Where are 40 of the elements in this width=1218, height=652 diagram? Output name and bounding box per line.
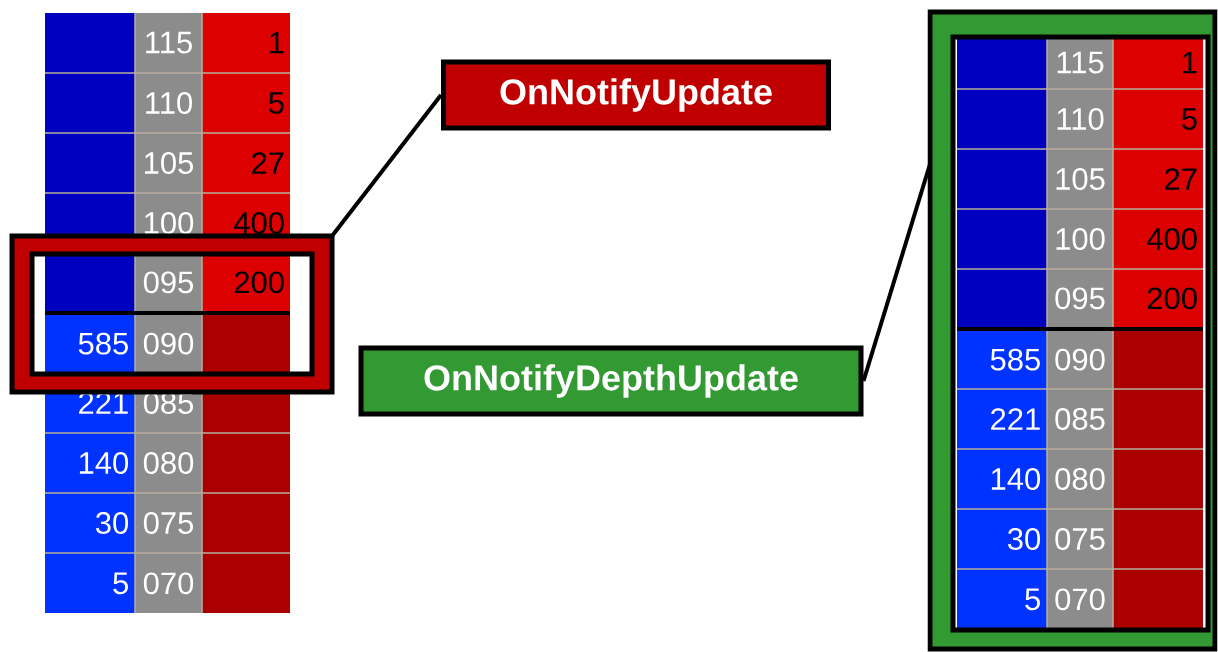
quantity-cell: 5 <box>957 569 1047 629</box>
connector-line <box>861 164 932 382</box>
price-cell: 115 <box>1047 37 1113 89</box>
quantity-cell: 400 <box>1113 209 1203 269</box>
price-cell: 105 <box>1047 149 1113 209</box>
quantity-cell: 5 <box>1113 89 1203 149</box>
price-cell: 110 <box>1047 89 1113 149</box>
quantity-cell: 140 <box>957 449 1047 509</box>
price-cell: 100 <box>1047 209 1113 269</box>
quantity-cell: 200 <box>202 253 290 311</box>
price-cell: 110 <box>135 73 202 133</box>
quantity-cell: 585 <box>45 315 135 373</box>
price-cell: 085 <box>1047 389 1113 449</box>
price-cell: 105 <box>135 133 202 193</box>
quantity-cell: 1 <box>1113 37 1203 89</box>
price-cell: 080 <box>1047 449 1113 509</box>
quantity-cell: 585 <box>957 331 1047 389</box>
quantity-cell: 1 <box>202 13 290 73</box>
price-cell: 080 <box>135 433 202 493</box>
quantity-cell: 5 <box>45 553 135 613</box>
price-cell: 090 <box>1047 331 1113 389</box>
quantity-cell: 27 <box>1113 149 1203 209</box>
price-cell: 115 <box>135 13 202 73</box>
price-cell: 095 <box>1047 269 1113 327</box>
quantity-cell: 5 <box>202 73 290 133</box>
event-label-box: OnNotifyDepthUpdate <box>358 345 864 417</box>
quantity-cell: 200 <box>1113 269 1203 327</box>
price-cell: 095 <box>135 253 202 311</box>
quantity-cell: 140 <box>45 433 135 493</box>
quantity-cell: 221 <box>957 389 1047 449</box>
price-cell: 070 <box>135 553 202 613</box>
price-cell: 070 <box>1047 569 1113 629</box>
quantity-cell: 30 <box>957 509 1047 569</box>
connector-line <box>330 93 443 237</box>
price-cell: 075 <box>1047 509 1113 569</box>
price-cell: 090 <box>135 315 202 373</box>
price-cell: 075 <box>135 493 202 553</box>
event-label-box: OnNotifyUpdate <box>441 59 831 131</box>
quantity-cell: 30 <box>45 493 135 553</box>
quantity-cell: 27 <box>202 133 290 193</box>
